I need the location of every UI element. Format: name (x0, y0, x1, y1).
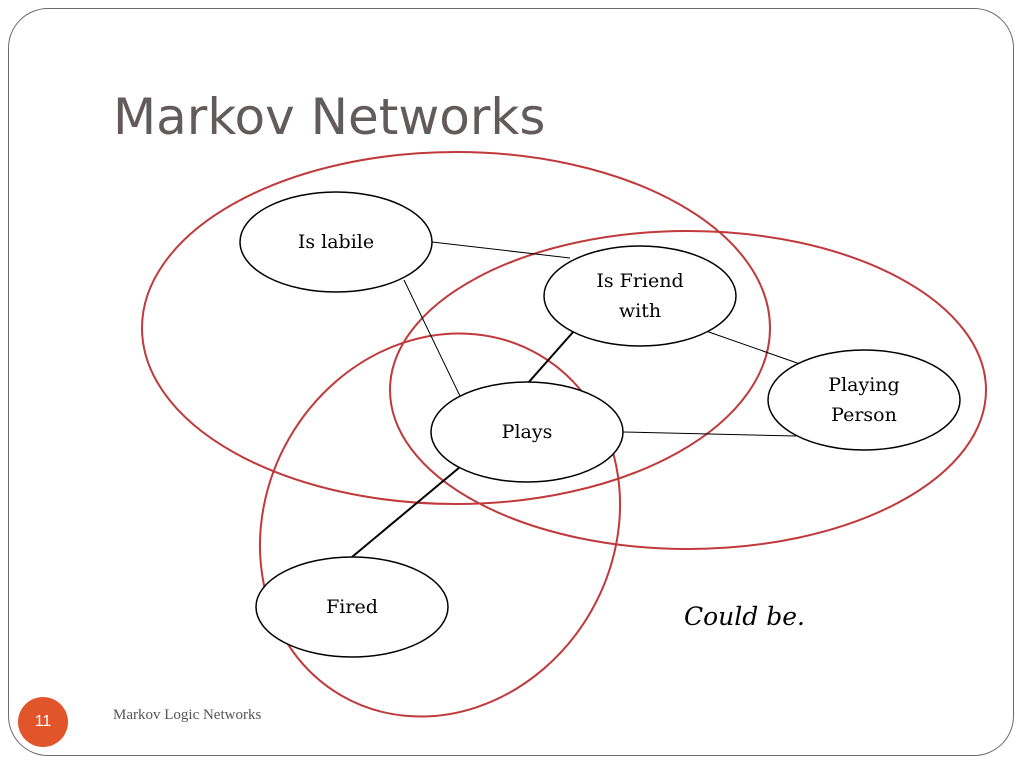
edge-plays--playing-person (622, 431, 797, 437)
node-ellipse-is-friend-with (543, 245, 737, 347)
node-label-fired: Fired (326, 596, 378, 618)
footer-text: Markov Logic Networks (113, 707, 262, 723)
node-is-labile: Is labile (239, 191, 433, 293)
node-label-is-labile: Is labile (298, 231, 374, 253)
edges-layer (351, 241, 801, 558)
node-ellipse-playing-person (767, 349, 961, 451)
clique-ellipse-is-labile--is-friend-with--plays (141, 151, 771, 505)
node-plays: Plays (430, 381, 624, 483)
clique-ellipse-is-friend-with--playing-person--plays (389, 230, 987, 550)
node-label-playing-person: Playing (828, 374, 899, 396)
nodes-layer: Is labile Is Friend withPlayingPersonPlays… (239, 191, 961, 658)
node-ellipse-fired (255, 556, 449, 658)
node-label-is-friend-with: with (619, 300, 661, 322)
edge-is-friend-with--plays (527, 330, 575, 384)
node-label-playing-person: Person (831, 404, 897, 426)
edge-is-friend-with--playing-person (705, 330, 801, 365)
edge-plays--fired (351, 466, 461, 558)
page-number-badge: 11 (18, 697, 68, 747)
node-label-plays: Plays (502, 421, 553, 443)
slide-frame (8, 8, 1014, 756)
node-ellipse-is-labile (239, 191, 433, 293)
node-fired: Fired (255, 556, 449, 658)
edge-is-labile--is-friend-with (431, 241, 571, 259)
slide-title: Markov Networks (113, 88, 546, 146)
node-is-friend-with: Is Friend with (543, 245, 737, 347)
cliques-layer (141, 151, 987, 718)
clique-ellipse-plays--fired (258, 332, 622, 718)
node-ellipse-plays (430, 381, 624, 483)
node-label-is-friend-with: Is Friend (596, 270, 683, 292)
edge-is-labile--plays (403, 279, 461, 397)
could-be-note: Could be. (684, 602, 805, 631)
